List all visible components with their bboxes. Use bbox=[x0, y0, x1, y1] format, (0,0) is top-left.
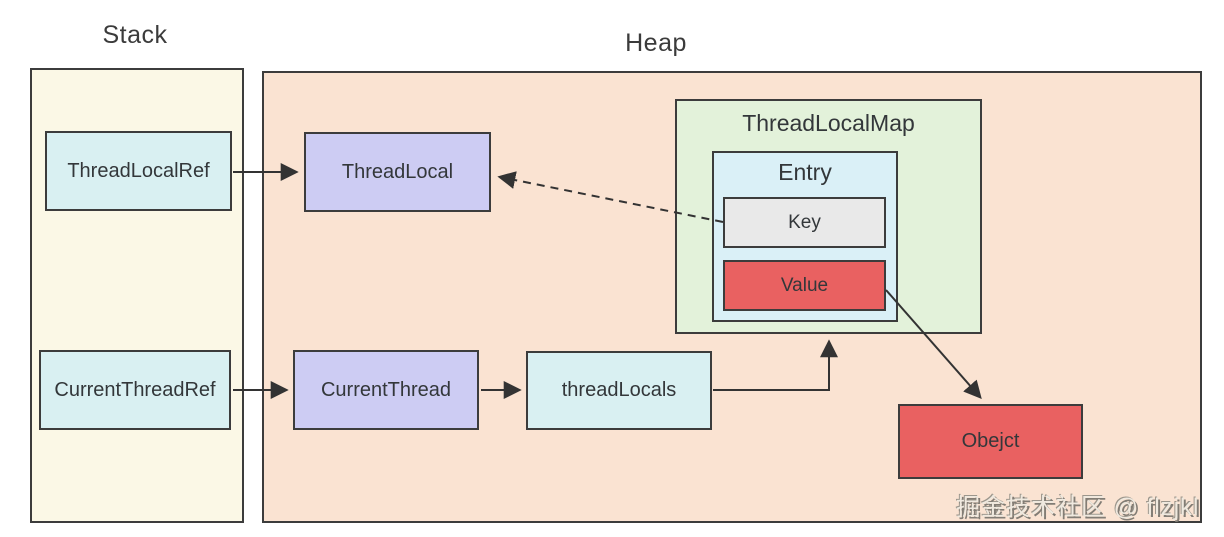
node-key: Key bbox=[723, 197, 886, 248]
node-thread-local-ref: ThreadLocalRef bbox=[45, 131, 232, 211]
node-thread-locals: threadLocals bbox=[526, 351, 712, 430]
node-value: Value bbox=[723, 260, 886, 311]
stack-title: Stack bbox=[102, 21, 168, 49]
node-current-thread-ref: CurrentThreadRef bbox=[39, 350, 231, 430]
threadlocalmap-title: ThreadLocalMap bbox=[742, 110, 915, 136]
node-thread-local: ThreadLocal bbox=[304, 132, 491, 212]
node-current-thread: CurrentThread bbox=[293, 350, 479, 430]
heap-title: Heap bbox=[625, 29, 687, 57]
watermark: 掘金技术社区 @ flzjkl bbox=[956, 494, 1200, 521]
node-object: Obejct bbox=[898, 404, 1083, 479]
entry-title: Entry bbox=[778, 159, 832, 185]
